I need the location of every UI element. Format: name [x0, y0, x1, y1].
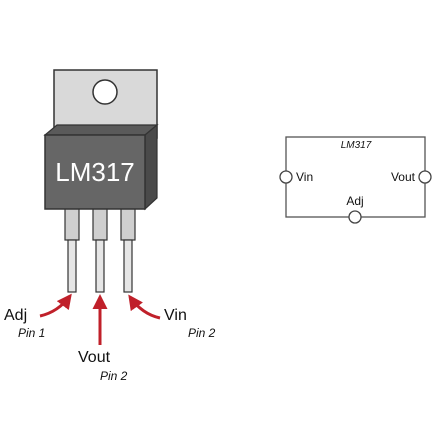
leg-1: [64, 204, 80, 293]
package-body: [44, 134, 146, 210]
vout-pin-number: Pin 2: [100, 369, 128, 383]
mounting-hole: [92, 79, 118, 105]
vout-label: Vout: [78, 349, 111, 366]
adj-pin-number: Pin 1: [18, 326, 45, 340]
symbol-pin-adj-terminal: [348, 210, 362, 224]
callout-arrows: [39, 293, 161, 345]
vin-label: Vin: [164, 307, 187, 324]
vin-pin-number: Pin 2: [188, 326, 216, 340]
package-part-label: LM317: [55, 157, 135, 187]
symbol-pin-adj-label: Adj: [346, 194, 363, 208]
vin-arrow: [128, 294, 161, 320]
symbol-title: LM317: [341, 140, 372, 151]
leg-2: [92, 204, 108, 293]
pin-callout-adj: Adj Pin 1: [4, 307, 45, 340]
body-bevel-top: [43, 124, 159, 136]
schematic-symbol: LM317 Vin Vout Adj: [279, 136, 432, 224]
pin-callout-vin: Vin Pin 2: [164, 307, 216, 340]
adj-label: Adj: [4, 307, 27, 324]
symbol-pin-vout-label: Vout: [391, 170, 416, 184]
adj-arrow: [39, 293, 72, 318]
symbol-pin-vout-terminal: [418, 170, 432, 184]
symbol-pin-vin-label: Vin: [296, 170, 313, 184]
pin-callout-vout: Vout Pin 2: [78, 349, 128, 383]
leg-3: [120, 204, 136, 293]
to220-package: LM317: [43, 69, 159, 293]
body-bevel-side: [144, 123, 158, 211]
symbol-pin-vin-terminal: [279, 170, 293, 184]
